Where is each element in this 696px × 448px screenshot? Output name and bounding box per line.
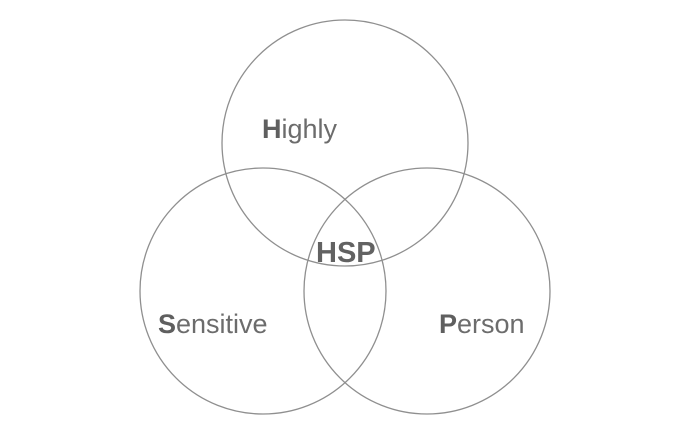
set-initial-sensitive: S: [158, 309, 177, 339]
set-rest-person: erson: [457, 309, 525, 339]
circle-highly: [221, 19, 469, 267]
set-rest-highly: ighly: [281, 114, 338, 144]
set-initial-person: P: [439, 309, 458, 339]
set-label-highly: Highly: [262, 116, 337, 143]
circle-sensitive: [139, 167, 387, 415]
set-initial-highly: H: [262, 114, 282, 144]
set-rest-sensitive: ensitive: [176, 309, 268, 339]
circle-person: [303, 167, 551, 415]
intersection-label: HSP: [316, 237, 376, 269]
set-label-person: Person: [439, 311, 525, 338]
set-label-sensitive: Sensitive: [158, 311, 268, 338]
